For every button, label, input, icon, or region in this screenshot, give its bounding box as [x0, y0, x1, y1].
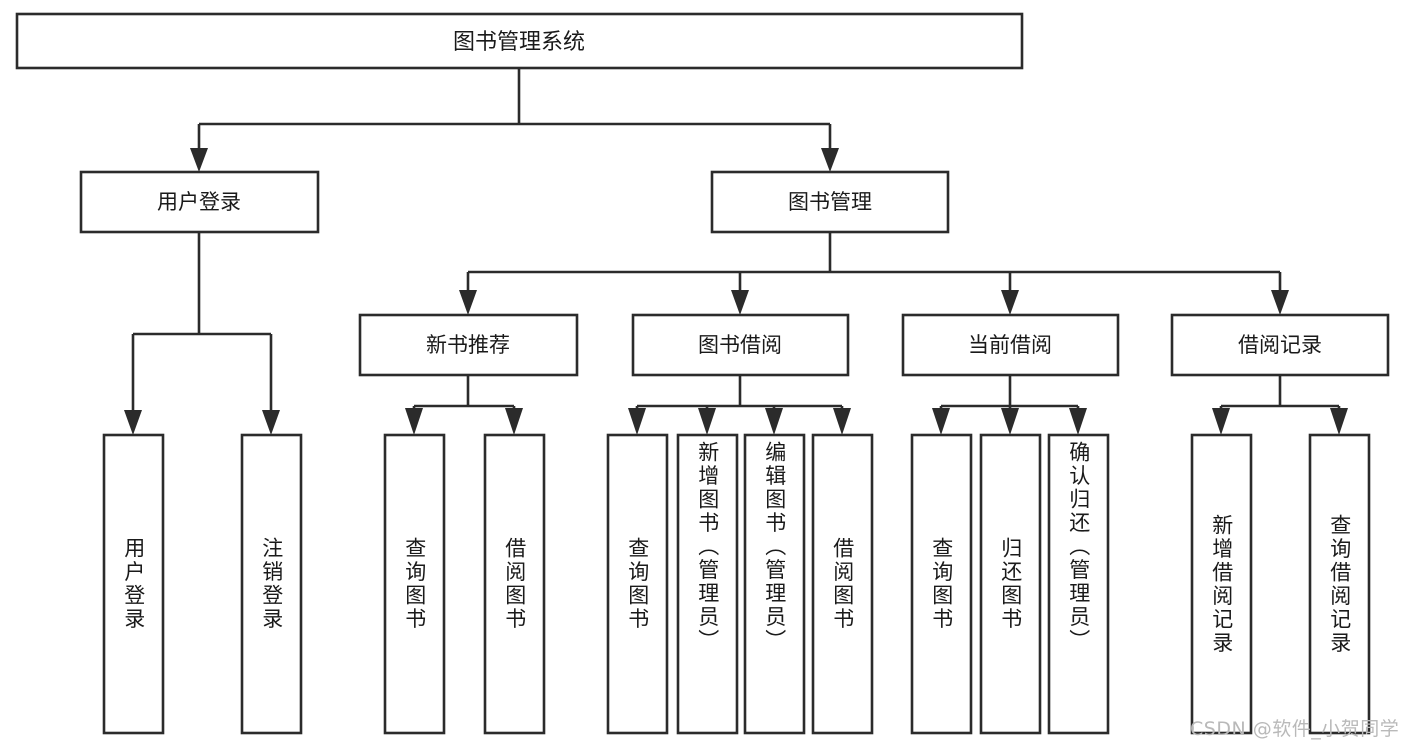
node-book-borrow-box — [631, 313, 850, 377]
arrowhead-user-login — [190, 148, 208, 172]
arrowhead-l3-2 — [1001, 290, 1019, 315]
node-user-login-box — [79, 170, 320, 234]
arrowhead-leaf-1 — [262, 410, 280, 435]
node-current-borrow-box — [901, 313, 1120, 377]
arrowhead-l3-1 — [731, 290, 749, 315]
leaf-box-0[interactable] — [102, 433, 165, 735]
connector-current-borrow-to-leaves — [932, 375, 1087, 435]
arrowhead-leaf-8 — [932, 408, 950, 435]
node-new-book-recommend[interactable]: 新书推荐 — [358, 313, 579, 377]
node-borrow-record-label: 借阅记录 — [1238, 333, 1322, 357]
leaf-box-7[interactable] — [811, 433, 874, 735]
watermark-text: CSDN @软件_小贺同学 — [1190, 718, 1400, 740]
node-book-manage[interactable]: 图书管理 — [710, 170, 950, 234]
connector-new-book-to-leaves — [405, 375, 523, 435]
node-borrow-record-box — [1170, 313, 1390, 377]
leaf-box-4[interactable] — [606, 433, 669, 735]
node-book-borrow-label: 图书借阅 — [698, 333, 782, 357]
arrowhead-leaf-7 — [833, 408, 851, 435]
node-current-borrow[interactable]: 当前借阅 — [901, 313, 1120, 377]
arrowhead-leaf-5 — [698, 408, 716, 435]
node-book-manage-label: 图书管理 — [788, 190, 872, 214]
connector-book-manage-to-level3 — [459, 232, 1289, 315]
connector-user-login-to-leaves — [124, 232, 280, 435]
arrowhead-leaf-10 — [1069, 408, 1087, 435]
node-new-book-recommend-label: 新书推荐 — [426, 333, 510, 357]
arrowhead-l3-0 — [459, 290, 477, 315]
node-user-login-label: 用户登录 — [157, 190, 241, 214]
node-new-book-recommend-box — [358, 313, 579, 377]
arrowhead-leaf-4 — [628, 408, 646, 435]
node-current-borrow-label: 当前借阅 — [968, 333, 1052, 357]
node-book-borrow[interactable]: 图书借阅 — [631, 313, 850, 377]
arrowhead-l3-3 — [1271, 290, 1289, 315]
connector-borrow-record-to-leaves — [1212, 375, 1348, 435]
node-book-manage-box — [710, 170, 950, 234]
node-user-login[interactable]: 用户登录 — [79, 170, 320, 234]
leaf-box-5[interactable] — [676, 433, 739, 735]
arrowhead-leaf-3 — [505, 408, 523, 435]
arrowhead-leaf-0 — [124, 410, 142, 435]
leaf-box-11[interactable] — [1190, 433, 1253, 735]
node-root-label: 图书管理系统 — [453, 30, 585, 55]
leaf-box-2[interactable] — [383, 433, 446, 735]
leaf-box-9[interactable] — [979, 433, 1042, 735]
arrowhead-leaf-12 — [1330, 408, 1348, 435]
leaf-box-6[interactable] — [743, 433, 806, 735]
leaf-box-3[interactable] — [483, 433, 546, 735]
arrowhead-leaf-2 — [405, 408, 423, 435]
node-root[interactable]: 图书管理系统 — [15, 12, 1024, 70]
arrowhead-leaf-6 — [765, 408, 783, 435]
leaf-box-8[interactable] — [910, 433, 973, 735]
node-borrow-record[interactable]: 借阅记录 — [1170, 313, 1390, 377]
arrowhead-leaf-11 — [1212, 408, 1230, 435]
node-root-box — [15, 12, 1024, 70]
arrowhead-leaf-9 — [1001, 408, 1019, 435]
connector-root-to-level2 — [190, 68, 839, 172]
leaf-box-10[interactable] — [1047, 433, 1110, 735]
leaf-box-12[interactable] — [1308, 433, 1371, 735]
leaf-box-1[interactable] — [240, 433, 303, 735]
leaf-boxes — [102, 433, 1371, 735]
arrowhead-book-manage — [821, 148, 839, 172]
connector-borrow-to-leaves — [628, 375, 851, 435]
